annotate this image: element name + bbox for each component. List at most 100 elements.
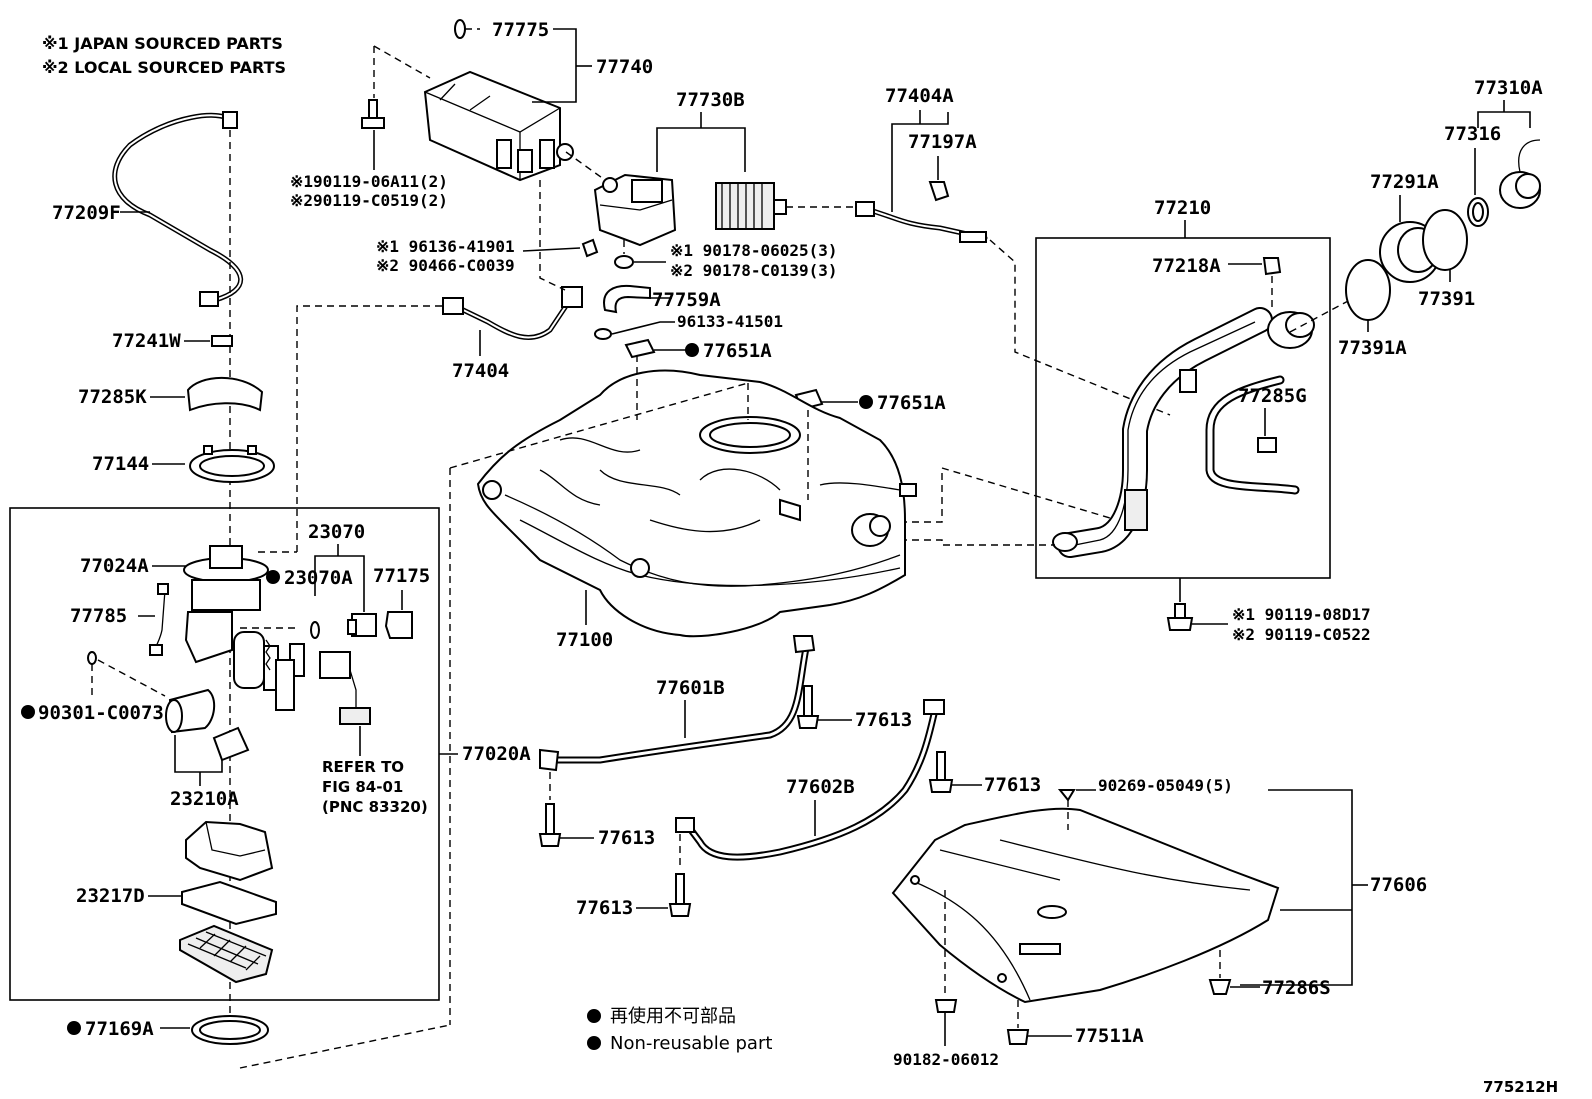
label-77169A: 77169A — [85, 1018, 154, 1040]
canister-bolt — [361, 99, 385, 129]
filler-pipe — [1052, 307, 1315, 558]
hose-clip — [581, 238, 599, 258]
label-77310A: 77310A — [1474, 77, 1543, 99]
legend-dot-en — [587, 1036, 601, 1050]
label-bolt1-local: ※290119-C0519(2) — [290, 191, 448, 210]
label-77651A-1: 77651A — [703, 340, 772, 362]
legend-en: Non-reusable part — [610, 1033, 772, 1054]
wire-77785 — [149, 583, 169, 656]
bracket-23210A — [212, 726, 250, 762]
label-77024A: 77024A — [80, 555, 149, 577]
tank-pad-1 — [624, 338, 656, 359]
label-90269-05049: 90269-05049(5) — [1098, 776, 1233, 795]
gasket-77391 — [1422, 209, 1468, 271]
legend-jp: 再使用不可部品 — [610, 1006, 736, 1027]
label-77759A: 77759A — [652, 289, 721, 311]
label-77285K: 77285K — [78, 386, 147, 408]
label-77785: 77785 — [70, 605, 127, 627]
label-77730B: 77730B — [676, 89, 745, 111]
label-23217D: 23217D — [76, 885, 145, 907]
label-77210: 77210 — [1154, 197, 1211, 219]
tank-strap-77601B — [539, 635, 816, 772]
label-77285G: 77285G — [1238, 385, 1307, 407]
label-77404: 77404 — [452, 360, 509, 382]
clamp-77285G — [1257, 437, 1277, 453]
clip-77511A — [1006, 1029, 1030, 1045]
refer-line-3: (PNC 83320) — [322, 798, 428, 816]
label-77286S: 77286S — [1262, 977, 1331, 999]
filler-bolt — [1166, 603, 1194, 631]
label-77391: 77391 — [1418, 288, 1475, 310]
fuel-filter-sender — [319, 651, 371, 725]
o-ring-23070A — [310, 621, 320, 639]
sender-23070 — [347, 613, 377, 637]
label-77020A: 77020A — [462, 743, 531, 765]
label-clip-japan: ※1 96136-41901 — [376, 237, 515, 256]
label-96133-41501: 96133-41501 — [677, 312, 783, 331]
hose-77404 — [442, 286, 583, 340]
vent-valve — [593, 173, 677, 247]
label-77613-3: 77613 — [598, 827, 655, 849]
label-77316: 77316 — [1444, 123, 1501, 145]
strap-bolt-1 — [796, 685, 820, 729]
hose-77404A — [855, 201, 988, 243]
non-reusable-mark — [266, 570, 280, 584]
label-77511A: 77511A — [1075, 1025, 1144, 1047]
fuel-pump-assembly — [183, 545, 305, 711]
under-cover-77606 — [891, 807, 1280, 1004]
protector-77285K — [186, 376, 264, 412]
non-reusable-mark — [67, 1021, 81, 1035]
label-23070: 23070 — [308, 521, 365, 543]
label-77602B: 77602B — [786, 776, 855, 798]
label-90301-C0073: 90301-C0073 — [38, 702, 164, 724]
clip-77286S — [1208, 979, 1232, 995]
label-77218A: 77218A — [1152, 255, 1221, 277]
clip-77197A — [928, 181, 950, 202]
label-77651A-2: 77651A — [877, 392, 946, 414]
fuel-cap — [1499, 139, 1541, 209]
label-77775: 77775 — [492, 19, 549, 41]
label-nut-japan: ※1 90178-06025(3) — [670, 241, 838, 260]
refer-line-2: FIG 84-01 — [322, 778, 403, 796]
label-77613-4: 77613 — [576, 897, 633, 919]
strainer-mesh — [179, 924, 274, 984]
hose-77759A — [603, 284, 651, 314]
gasket-77391A — [1345, 259, 1391, 321]
fuel-pump-23210A — [165, 688, 216, 734]
label-77197A: 77197A — [908, 131, 977, 153]
fuel-tank — [476, 369, 917, 638]
o-ring-90301 — [87, 651, 97, 665]
clip-77218A — [1262, 257, 1282, 276]
label-clip-local: ※2 90466-C0039 — [376, 256, 515, 275]
fuel-line-77209F — [112, 111, 244, 307]
nut-90182 — [934, 999, 958, 1013]
label-77391A: 77391A — [1338, 337, 1407, 359]
refer-line-1: REFER TO — [322, 758, 404, 776]
label-77241W: 77241W — [112, 330, 181, 352]
clip-96133 — [594, 328, 612, 340]
label-77291A: 77291A — [1370, 171, 1439, 193]
canister-o-ring — [454, 19, 466, 39]
note-japan-sourced: ※1 JAPAN SOURCED PARTS — [42, 34, 283, 53]
valve-nut — [614, 255, 634, 269]
label-bolt1-japan: ※190119-06A11(2) — [290, 172, 448, 191]
non-reusable-mark — [21, 705, 35, 719]
label-77740: 77740 — [596, 56, 653, 78]
filter-23217D — [181, 880, 277, 926]
strap-bolt-3 — [538, 803, 562, 847]
label-77175: 77175 — [373, 565, 430, 587]
label-77144: 77144 — [92, 453, 149, 475]
retainer-ring-77144 — [189, 445, 275, 483]
label-23070A: 23070A — [284, 567, 353, 589]
note-local-sourced: ※2 LOCAL SOURCED PARTS — [42, 58, 286, 77]
label-77209F: 77209F — [52, 202, 121, 224]
figure-id: 775212H — [1483, 1078, 1558, 1096]
charcoal-canister — [423, 70, 574, 182]
strap-bolt-4 — [668, 873, 692, 917]
label-90182-06012: 90182-06012 — [893, 1050, 999, 1069]
gasket-77169A — [191, 1015, 269, 1045]
cap-gasket-77316 — [1467, 197, 1489, 227]
label-77606: 77606 — [1370, 874, 1427, 896]
clip-90269 — [1057, 789, 1076, 802]
label-bolt2-japan: ※1 90119-08D17 — [1232, 605, 1371, 624]
